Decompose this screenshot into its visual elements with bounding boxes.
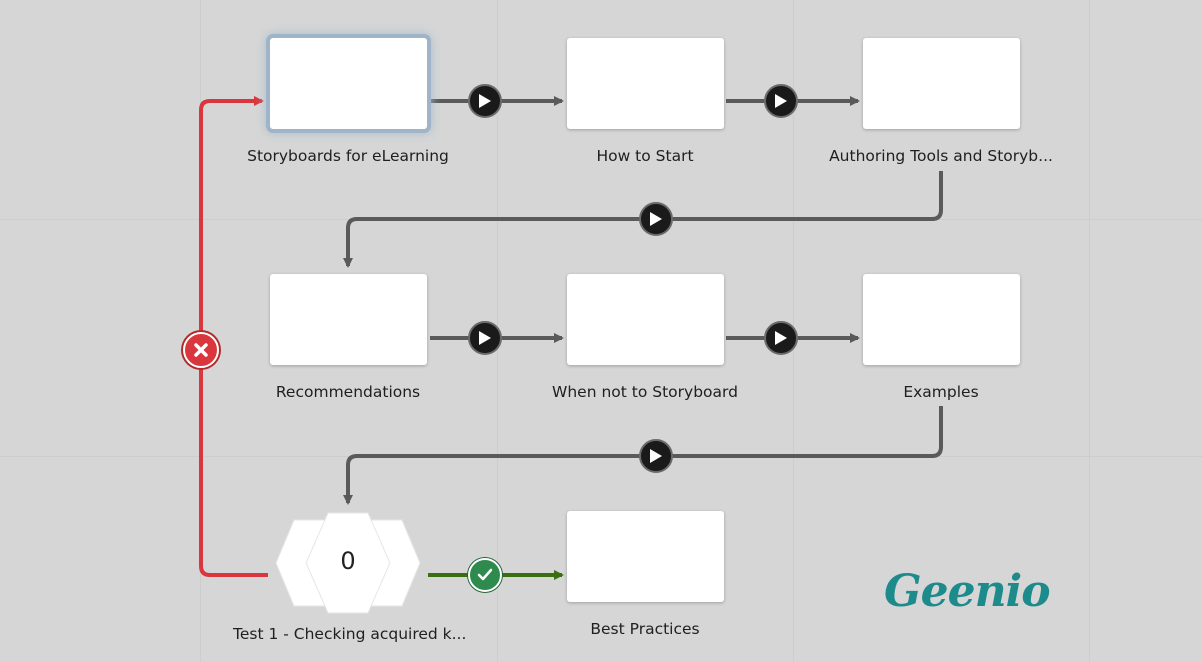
play-icon[interactable] xyxy=(468,84,502,118)
lesson-card-when-not-to-storyboard[interactable] xyxy=(567,274,724,365)
quiz-attempt-count: 0 xyxy=(340,547,356,575)
close-x-icon[interactable] xyxy=(183,332,219,368)
lesson-card-best-practices[interactable] xyxy=(567,511,724,602)
lesson-label: Storyboards for eLearning xyxy=(247,147,449,165)
play-icon[interactable] xyxy=(764,321,798,355)
play-icon[interactable] xyxy=(764,84,798,118)
lesson-label: How to Start xyxy=(596,147,694,165)
checkmark-icon[interactable] xyxy=(468,558,502,592)
quiz-label: Test 1 - Checking acquired k... xyxy=(233,625,467,643)
play-icon[interactable] xyxy=(468,321,502,355)
lesson-label: Authoring Tools and Storyb... xyxy=(829,147,1053,165)
lesson-card-authoring-tools[interactable] xyxy=(863,38,1020,129)
quiz-node[interactable] xyxy=(270,512,426,614)
lesson-card-storyboards[interactable] xyxy=(270,38,427,129)
lesson-label: Recommendations xyxy=(275,383,421,401)
geenio-logo: Geenio xyxy=(884,566,1051,617)
lesson-label: When not to Storyboard xyxy=(552,383,738,401)
lesson-card-how-to-start[interactable] xyxy=(567,38,724,129)
play-icon[interactable] xyxy=(639,439,673,473)
quiz-hexagon-front xyxy=(305,512,391,614)
lesson-card-examples[interactable] xyxy=(863,274,1020,365)
grid-line xyxy=(1089,0,1090,662)
lesson-label: Best Practices xyxy=(590,620,700,638)
lesson-card-recommendations[interactable] xyxy=(270,274,427,365)
play-icon[interactable] xyxy=(639,202,673,236)
lesson-label: Examples xyxy=(903,383,979,401)
